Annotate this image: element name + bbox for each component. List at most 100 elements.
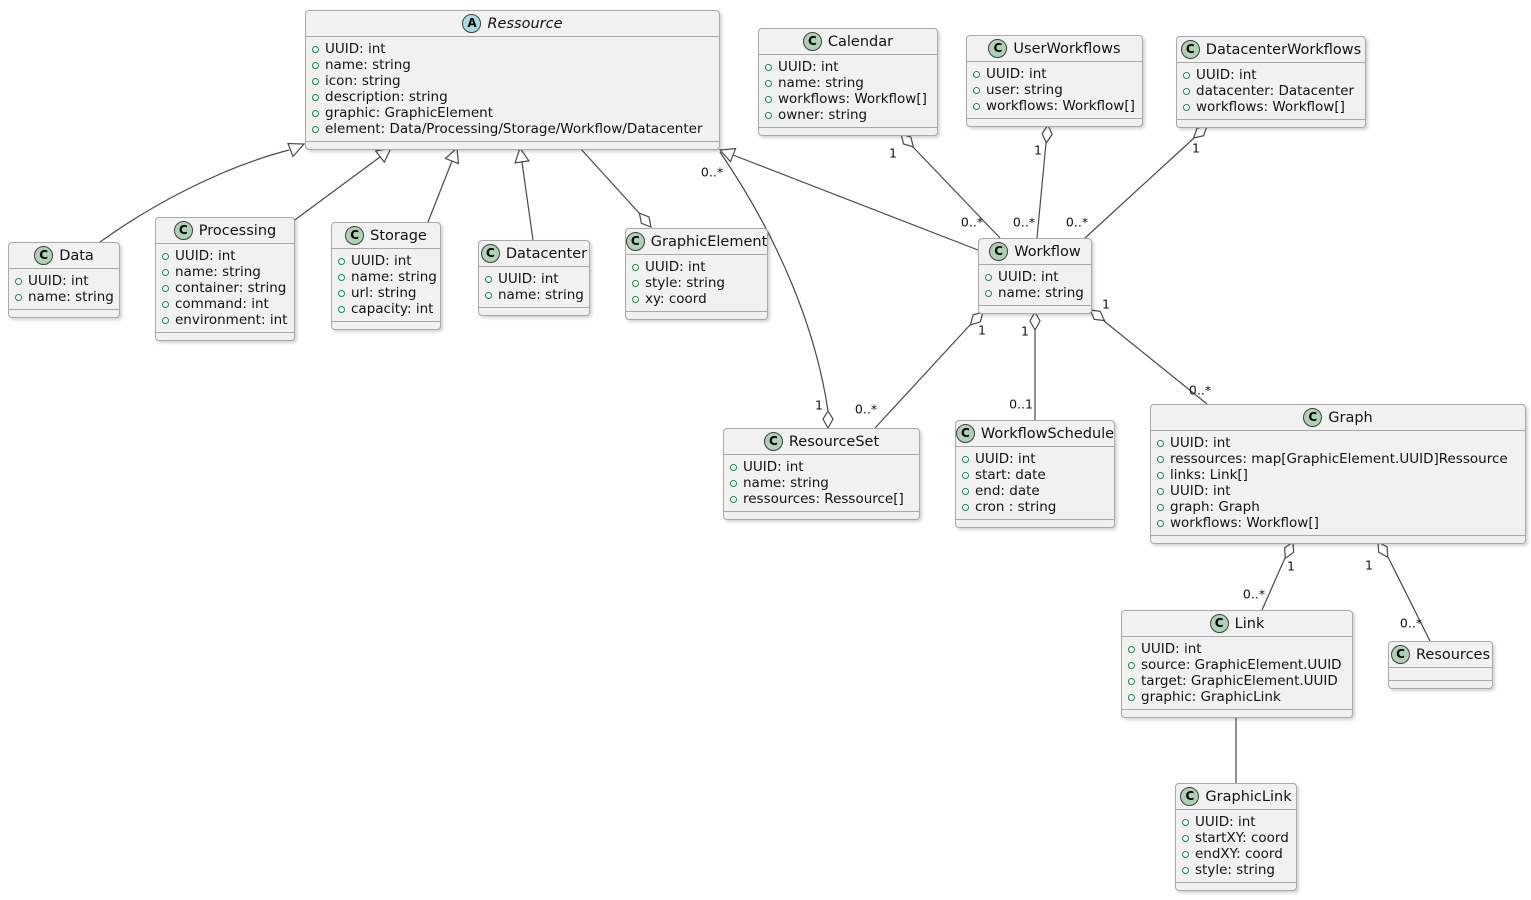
class-name: Data <box>59 247 94 264</box>
class-graphicelement: C GraphicElement UUID: int style: string… <box>625 228 768 320</box>
attribute: style: string <box>1182 862 1290 878</box>
class-resources: C Resources <box>1388 641 1493 689</box>
multiplicity-label: 1 <box>1021 323 1029 339</box>
class-graphiclink: C GraphicLink UUID: int startXY: coord e… <box>1175 783 1297 891</box>
attribute: name: string <box>162 264 288 280</box>
class-header: C WorkflowSchedule <box>955 421 1115 446</box>
class-calendar: C Calendar UUID: int name: string workfl… <box>758 28 938 136</box>
class-badge-icon: C <box>763 432 783 451</box>
attribute: target: GraphicElement.UUID <box>1128 673 1346 689</box>
field-visibility-icon <box>485 275 492 283</box>
attribute: url: string <box>338 285 434 301</box>
class-badge-icon: C <box>625 232 645 251</box>
attribute: workflows: Workflow[] <box>973 98 1136 114</box>
class-header: C Storage <box>332 223 440 248</box>
class-header: C GraphicElement <box>625 229 767 254</box>
attribute: start: date <box>962 467 1108 483</box>
attribute: name: string <box>765 75 931 91</box>
class-name: DatacenterWorkflows <box>1205 41 1362 58</box>
field-visibility-icon <box>632 279 639 287</box>
attribute: UUID: int <box>973 66 1136 82</box>
methods-compartment <box>724 511 919 519</box>
attribute: icon: string <box>312 73 713 89</box>
class-name: Resources <box>1415 646 1491 663</box>
attribute: name: string <box>15 289 114 305</box>
field-visibility-icon <box>730 495 737 503</box>
field-visibility-icon <box>1157 519 1164 527</box>
class-badge-icon: C <box>1180 40 1200 59</box>
field-visibility-icon <box>338 305 345 313</box>
class-userworkflows: C UserWorkflows UUID: int user: string w… <box>966 35 1143 127</box>
field-visibility-icon <box>973 102 980 110</box>
multiplicity-label: 0..* <box>1065 214 1089 230</box>
attribute: UUID: int <box>1157 435 1519 451</box>
class-datacenter: C Datacenter UUID: int name: string <box>478 240 590 316</box>
field-visibility-icon <box>1183 103 1190 111</box>
class-badge-icon: C <box>1390 645 1410 664</box>
attribute: ressources: Ressource[] <box>730 491 913 507</box>
class-name: Storage <box>370 227 427 244</box>
field-visibility-icon <box>1157 455 1164 463</box>
field-visibility-icon <box>1128 677 1135 685</box>
field-visibility-icon <box>338 273 345 281</box>
attribute: startXY: coord <box>1182 830 1290 846</box>
attribute: graphic: GraphicElement <box>312 105 713 121</box>
class-workflowschedule: C WorkflowSchedule UUID: int start: date… <box>955 420 1115 528</box>
attribute: name: string <box>338 269 437 285</box>
class-header: C Link <box>1122 611 1352 636</box>
attribute: capacity: int <box>338 301 434 317</box>
field-visibility-icon <box>1128 693 1135 701</box>
aggregation-workflow-graph <box>1089 309 1208 405</box>
attribute: end: date <box>962 483 1108 499</box>
attribute: name: string <box>485 287 584 303</box>
field-visibility-icon <box>312 45 319 53</box>
field-visibility-icon <box>962 487 969 495</box>
attribute: environment: int <box>162 312 288 328</box>
field-visibility-icon <box>985 273 992 281</box>
attribute: UUID: int <box>632 259 761 275</box>
class-data: C Data UUID: int name: string <box>8 242 120 318</box>
attribute: UUID: int <box>15 273 113 289</box>
multiplicity-label: 0..* <box>960 214 984 230</box>
methods-compartment <box>979 305 1091 313</box>
field-visibility-icon <box>1182 818 1189 826</box>
field-visibility-icon <box>1128 661 1135 669</box>
field-visibility-icon <box>962 503 969 511</box>
attribute: ressources: map[GraphicElement.UUID]Ress… <box>1157 451 1519 467</box>
attribute: UUID: int <box>162 248 288 264</box>
class-badge-icon: C <box>1303 408 1323 427</box>
field-visibility-icon <box>162 300 169 308</box>
class-header: C Workflow <box>979 239 1091 264</box>
generalization-data-ressource <box>99 142 306 243</box>
class-badge-icon: C <box>989 242 1009 261</box>
class-name: Processing <box>198 222 277 239</box>
attribute: UUID: int <box>1157 483 1519 499</box>
attribute: name: string <box>730 475 913 491</box>
field-visibility-icon <box>765 95 772 103</box>
generalization-processing-ressource <box>291 147 393 223</box>
field-visibility-icon <box>1157 439 1164 447</box>
class-name: WorkflowSchedule <box>980 425 1115 442</box>
field-visibility-icon <box>730 479 737 487</box>
field-visibility-icon <box>1128 645 1135 653</box>
field-visibility-icon <box>162 268 169 276</box>
class-name: Calendar <box>827 33 894 50</box>
attribute: workflows: Workflow[] <box>765 91 931 107</box>
attribute: UUID: int <box>485 271 583 287</box>
aggregation-workflow-resourceset <box>874 311 984 429</box>
field-visibility-icon <box>973 86 980 94</box>
attribute: name: string <box>312 57 713 73</box>
class-header: C UserWorkflows <box>967 36 1142 61</box>
methods-compartment <box>1177 119 1365 127</box>
multiplicity-label: 1 <box>1034 142 1042 158</box>
multiplicity-label: 0..* <box>1188 382 1212 398</box>
methods-compartment <box>759 127 937 135</box>
methods-compartment <box>479 307 589 315</box>
multiplicity-label: 1 <box>1365 557 1373 573</box>
field-visibility-icon <box>338 289 345 297</box>
class-badge-icon: C <box>802 32 822 51</box>
field-visibility-icon <box>1157 471 1164 479</box>
multiplicity-label: 1 <box>889 145 897 161</box>
field-visibility-icon <box>162 252 169 260</box>
